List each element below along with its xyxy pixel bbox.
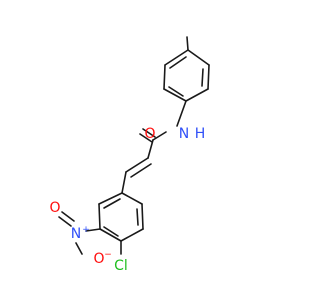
- bond: [121, 192, 143, 205]
- double-bond-inner: [169, 56, 187, 69]
- bond: [187, 49, 210, 66]
- alkene-double-bond: [130, 163, 152, 178]
- chlorine-label: Cl: [114, 258, 128, 274]
- tolyl-ring: [163, 36, 210, 102]
- carbonyl-double-bond: [139, 133, 153, 143]
- nitro-nitrogen-label: N: [71, 226, 81, 242]
- double-bond-inner: [201, 68, 204, 87]
- molecule-diagram: O N H N + O O − Cl: [49, 36, 210, 274]
- bond-carbonyl-to-alkene: [147, 139, 154, 159]
- bond: [141, 203, 144, 230]
- nitro-double-bond: [58, 216, 72, 227]
- bond: [186, 36, 189, 51]
- amide-nitrogen-label: N: [179, 126, 189, 142]
- bond: [99, 228, 122, 242]
- nitro-single-bond: [75, 242, 83, 255]
- bond: [120, 228, 144, 242]
- double-bond-inner: [103, 226, 119, 237]
- bond: [164, 49, 189, 66]
- nitro-oxygen-top-label: O: [49, 200, 60, 216]
- bond: [185, 88, 209, 102]
- bond-ring-to-n: [176, 100, 187, 127]
- nitro-double-bond: [61, 211, 75, 222]
- double-bond-inner: [103, 198, 121, 209]
- bond: [207, 64, 210, 90]
- double-bond-inner: [136, 208, 139, 226]
- bond: [163, 88, 187, 102]
- carbonyl-oxygen-label: O: [144, 126, 155, 142]
- bond: [98, 203, 101, 230]
- bond: [163, 64, 166, 90]
- carbonyl-double-bond: [142, 128, 156, 138]
- bond-ring-to-nitro: [85, 228, 101, 232]
- alkene-double-bond: [125, 157, 149, 173]
- structure-canvas: O N H N + O O − Cl: [49, 36, 210, 274]
- nitro-oxygen-charge: −: [104, 250, 112, 260]
- bond-alkene-to-ring: [121, 171, 127, 194]
- amide-hydrogen-label: H: [195, 126, 206, 142]
- nitro-nitrogen-charge: +: [82, 225, 90, 235]
- bond-n-to-carbonyl: [152, 131, 167, 141]
- nitro-oxygen-anion-label: O: [93, 251, 104, 267]
- bond: [98, 192, 123, 205]
- chloronitro-ring: [98, 192, 144, 242]
- double-bond-inner: [168, 86, 184, 97]
